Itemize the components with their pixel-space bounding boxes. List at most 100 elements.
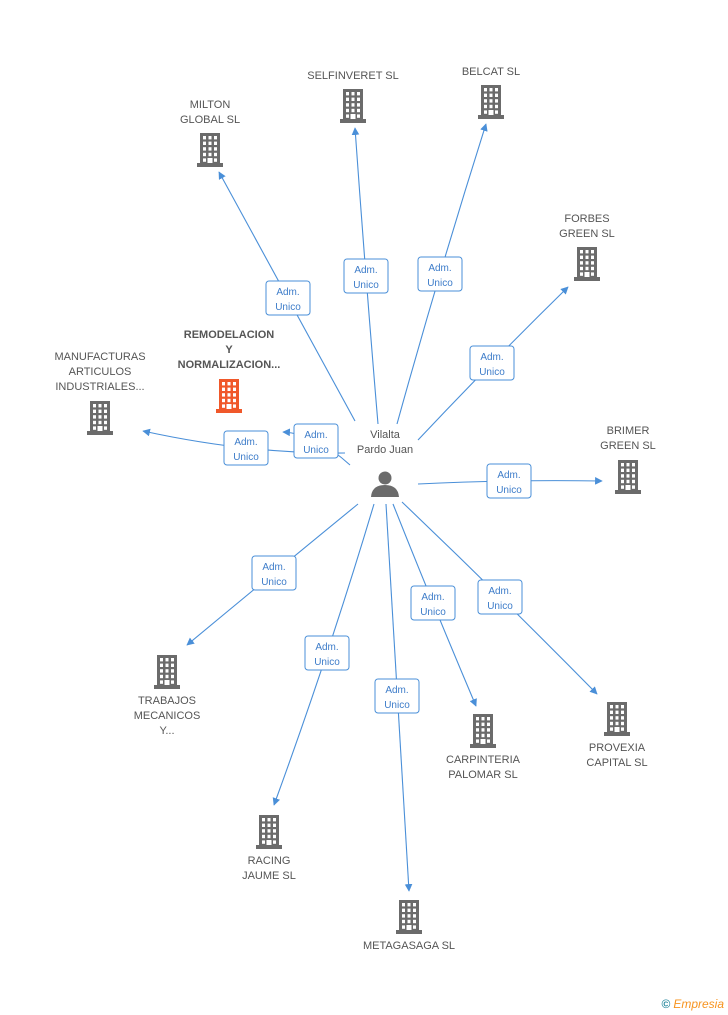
company-node-racing[interactable]: RACING JAUME SL — [242, 815, 296, 882]
company-name: MANUFACTURAS — [54, 351, 145, 363]
company-node-provexia[interactable]: PROVEXIA CAPITAL SL — [586, 702, 648, 769]
edge-label-box — [251, 555, 297, 591]
edge-label-remodelacion[interactable]: Adm.Unico — [293, 423, 339, 459]
company-name: NORMALIZACION... — [178, 359, 281, 371]
edge-label-metagasaga[interactable]: Adm. Unico — [374, 678, 420, 714]
edge-label-box — [410, 585, 456, 621]
company-name: RACING — [248, 855, 291, 867]
edge-label-text: Unico — [479, 367, 505, 378]
company-name: INDUSTRIALES... — [55, 381, 144, 393]
edge-label-text: Adm. — [488, 586, 511, 597]
building-icon — [478, 85, 504, 119]
company-name: GLOBAL SL — [180, 114, 240, 126]
company-name: FORBES — [564, 213, 609, 225]
edge-label-forbes[interactable]: Adm. Unico — [469, 345, 515, 381]
edges-layer — [142, 123, 603, 892]
company-node-metagasaga[interactable]: METAGASAGA SL — [363, 900, 455, 952]
edge-label-manufacturas[interactable]: Adm. Unico — [223, 430, 269, 466]
company-name: TRABAJOS — [138, 695, 196, 707]
person-icon — [371, 471, 399, 497]
edge-label-text: Unico — [384, 700, 410, 711]
edge-label-box — [343, 258, 389, 294]
company-name: GREEN SL — [600, 440, 656, 452]
edge-label-box — [223, 430, 269, 466]
company-name: PALOMAR SL — [448, 769, 518, 781]
edge-label-milton[interactable]: Adm.Unico — [265, 280, 311, 316]
edge-label-box — [265, 280, 311, 316]
company-name: Y — [225, 344, 233, 356]
edge-label-text: Unico — [496, 485, 522, 496]
edge-label-selfinveret[interactable]: Adm. Unico — [343, 258, 389, 294]
edge-label-text: Unico — [427, 278, 453, 289]
company-node-belcat[interactable]: BELCAT SL — [462, 66, 520, 119]
edge-label-text: Adm. — [276, 287, 299, 298]
nodes-layer: MILTON GLOBAL SL SELFINVERET SL BELCAT SL FO… — [54, 66, 655, 952]
building-icon — [154, 655, 180, 689]
company-node-remodelacion[interactable]: REMODELACION Y NORMALIZACION... — [178, 329, 281, 413]
company-name: JAUME SL — [242, 870, 296, 882]
company-name: REMODELACION — [184, 329, 275, 341]
building-icon — [216, 379, 242, 413]
building-icon — [615, 460, 641, 494]
building-icon — [604, 702, 630, 736]
edge-label-box — [469, 345, 515, 381]
edge-label-text: Adm. — [354, 265, 377, 276]
copyright-icon: © — [661, 997, 671, 1011]
edge-label-text: Unico — [353, 280, 379, 291]
edge-label-box — [293, 423, 339, 459]
building-icon — [256, 815, 282, 849]
building-icon — [470, 714, 496, 748]
company-node-carpinteria[interactable]: CARPINTERIA PALOMAR SL — [446, 714, 521, 781]
building-icon — [87, 401, 113, 435]
building-icon — [396, 900, 422, 934]
edge-label-box — [486, 463, 532, 499]
edge-label-text: Adm. — [315, 642, 338, 653]
edge-label-brimer[interactable]: Adm.Unico — [486, 463, 532, 499]
company-node-selfinveret[interactable]: SELFINVERET SL — [307, 70, 399, 123]
company-name: MILTON — [190, 99, 231, 111]
edge-label-trabajos[interactable]: Adm. Unico — [251, 555, 297, 591]
edge-label-text: Adm. — [421, 592, 444, 603]
edge-label-box — [417, 256, 463, 292]
company-name: Y... — [159, 725, 174, 737]
person-name: Pardo Juan — [357, 444, 413, 456]
company-name: PROVEXIA — [589, 742, 646, 754]
footer-brand: ©Empresia — [661, 997, 724, 1011]
edge-label-text: Unico — [487, 601, 513, 612]
edge-label-racing[interactable]: Adm. Unico — [304, 635, 350, 671]
edge-label-text: Adm. — [262, 562, 285, 573]
edge-label-text: Adm. — [234, 437, 257, 448]
edge-label-text: Unico — [420, 607, 446, 618]
company-name: GREEN SL — [559, 228, 615, 240]
building-icon — [340, 89, 366, 123]
company-name: CARPINTERIA — [446, 754, 521, 766]
edge-label-text: Unico — [233, 452, 259, 463]
person-name: Vilalta — [370, 429, 401, 441]
company-node-milton[interactable]: MILTON GLOBAL SL — [180, 99, 240, 167]
edge-label-text: Unico — [303, 445, 329, 456]
edge-label-box — [477, 579, 523, 615]
edge-label-belcat[interactable]: Adm. Unico — [417, 256, 463, 292]
edge-label-text: Adm. — [480, 352, 503, 363]
edge-label-text: Unico — [314, 657, 340, 668]
edge-label-text: Unico — [261, 577, 287, 588]
edge-label-box — [374, 678, 420, 714]
building-icon — [197, 133, 223, 167]
company-node-trabajos[interactable]: TRABAJOS MECANICOS Y... — [134, 655, 201, 737]
company-name: METAGASAGA SL — [363, 940, 455, 952]
edge-label-box — [304, 635, 350, 671]
company-node-forbes[interactable]: FORBES GREEN SL — [559, 213, 615, 281]
company-name: BRIMER — [607, 425, 650, 437]
building-icon — [574, 247, 600, 281]
edge-labels-layer: Adm.UnicoAdm.UnicoAdm.UnicoAdm.UnicoAdm.… — [223, 256, 532, 714]
company-name: MECANICOS — [134, 710, 201, 722]
company-node-brimer[interactable]: BRIMER GREEN SL — [600, 425, 656, 494]
edge-label-provexia[interactable]: Adm. Unico — [477, 579, 523, 615]
edge-label-text: Adm. — [428, 263, 451, 274]
company-node-manufacturas[interactable]: MANUFACTURASARTICULOSINDUSTRIALES... — [54, 351, 146, 435]
company-name: CAPITAL SL — [586, 757, 647, 769]
company-name: SELFINVERET SL — [307, 70, 399, 82]
edge-label-carpinteria[interactable]: Adm. Unico — [410, 585, 456, 621]
edge-label-text: Adm. — [385, 685, 408, 696]
